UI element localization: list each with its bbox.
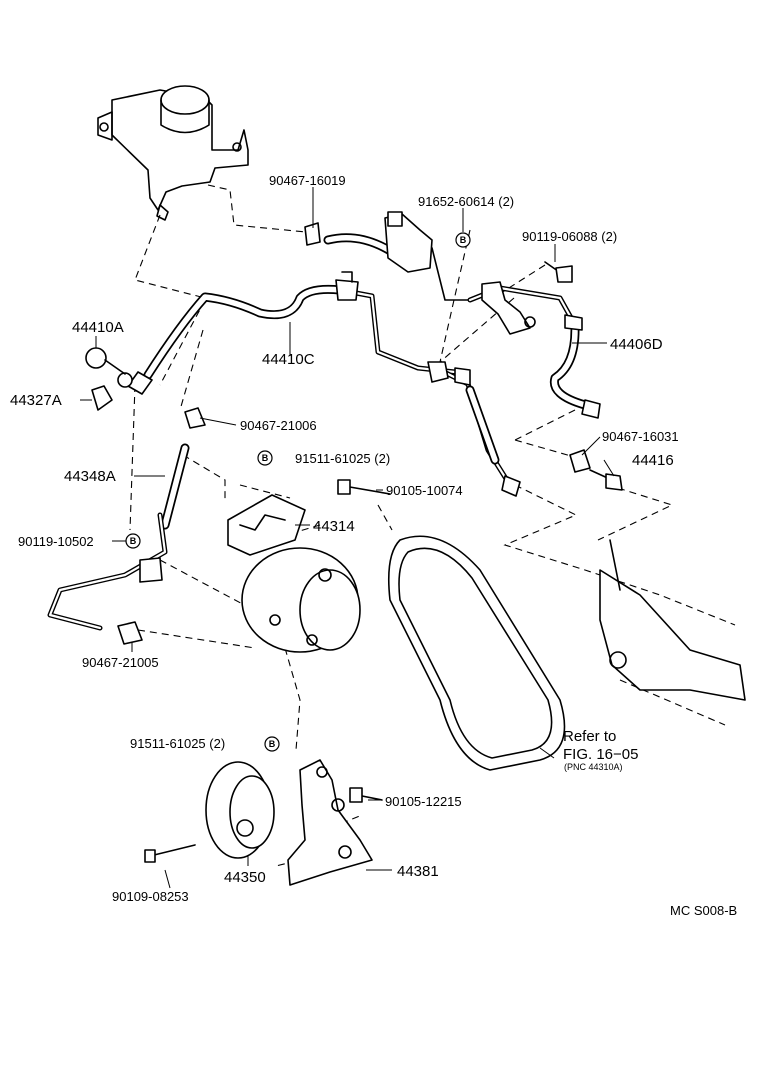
steering-gear [599,539,746,701]
badge-b-90119-10502: B [125,533,141,549]
dashed-reference-lines [129,184,736,867]
svg-text:B: B [269,739,276,749]
badge-b-91511-upper: B [257,450,273,466]
refer-to-line: Refer to [563,728,616,745]
label-90467-21005: 90467-21005 [82,655,159,670]
refer-fig-line: FIG. 16−05 [563,746,638,763]
label-44416: 44416 [632,452,674,469]
label-91652-60614: 91652-60614 (2) [418,194,514,209]
hose-clamps [85,222,591,645]
v-belt [387,535,566,771]
label-44406d: 44406D [610,336,663,353]
label-90109-08253: 90109-08253 [112,889,189,904]
badge-b-91652: B [455,232,471,248]
idler-pulley [205,761,275,859]
svg-text:B: B [130,536,137,546]
label-44327a: 44327A [10,392,62,409]
badge-b-91511-lower: B [264,736,280,752]
suction-hose-upper [323,211,471,301]
svg-text:B: B [262,453,269,463]
label-44348a: 44348A [64,468,116,485]
label-90105-10074: 90105-10074 [386,483,463,498]
reservoir-tank [97,85,249,221]
label-44314: 44314 [313,518,355,535]
label-90119-10502: 90119-10502 [18,534,94,549]
label-90467-16019: 90467-16019 [269,173,346,188]
leader-lines [80,187,615,889]
label-44410a: 44410A [72,319,124,336]
label-44410c: 44410C [262,351,315,368]
diagram-code: MC S008-B [670,903,737,918]
svg-text:B: B [460,235,467,245]
label-90467-16031: 90467-16031 [602,429,679,444]
bolts [144,261,623,863]
bracket-44381 [287,759,373,886]
pressure-tube-44406d [427,281,601,497]
hose-assembly-44410c [117,271,458,395]
label-90467-21006: 90467-21006 [240,418,317,433]
refer-pnc-line: (PNC 44310A) [564,762,623,772]
label-91511-61025-lower: 91511-61025 (2) [130,736,225,751]
label-44381: 44381 [397,863,439,880]
label-90119-06088: 90119-06088 (2) [522,229,617,244]
label-91511-61025-upper: 91511-61025 (2) [295,451,390,466]
label-44350: 44350 [224,869,266,886]
oil-pump [227,494,361,653]
label-90105-12215: 90105-12215 [385,794,462,809]
return-hose-44348a [47,443,190,631]
